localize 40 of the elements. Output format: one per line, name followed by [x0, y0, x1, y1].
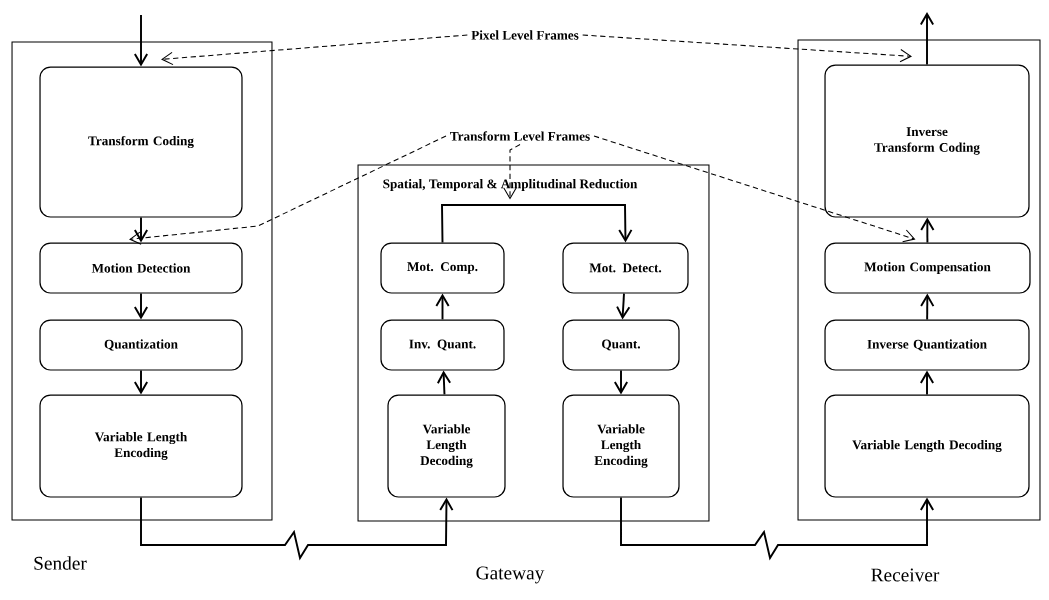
arrow [140, 496, 454, 561]
arrow [919, 370, 935, 396]
process-box: Motion Detection [39, 242, 243, 294]
arrow [919, 12, 935, 66]
arrow [133, 216, 149, 243]
arrow [616, 292, 631, 320]
process-box: Inverse Transform Coding [824, 64, 1030, 218]
panel-label: Sender [34, 556, 87, 570]
arrow [435, 293, 450, 321]
arrow [920, 293, 935, 321]
dashed-arrow [582, 34, 912, 63]
process-box: Variable Length Encoding [39, 394, 243, 498]
process-box: Mot. Detect. [562, 242, 689, 294]
arrow [441, 204, 633, 244]
arrow [613, 369, 629, 395]
process-box: Transform Coding [39, 66, 243, 218]
arrow [133, 369, 149, 395]
panel-label: Gateway [476, 566, 545, 584]
process-box: Variable Length Decoding [824, 394, 1030, 498]
process-box: Mot. Comp. [380, 242, 505, 294]
annotation-label: Transform Level Frames [446, 127, 594, 145]
arrow [920, 217, 935, 244]
dashed-arrow [129, 135, 447, 245]
process-box: Inv. Quant. [380, 319, 505, 371]
panel-label: Receiver [871, 568, 940, 582]
annotation-label: Pixel Level Frames [467, 26, 583, 44]
process-box: Quantization [39, 319, 243, 371]
arrow [133, 14, 149, 67]
dashed-arrow [503, 144, 521, 200]
dashed-arrow [161, 34, 468, 66]
arrow [620, 496, 935, 561]
arrow [436, 370, 452, 396]
arrow [133, 292, 149, 320]
process-box: Inverse Quantization [824, 319, 1030, 371]
process-box: Variable Length Decoding [387, 394, 506, 498]
process-box: Motion Compensation [824, 242, 1031, 294]
process-box: Quant. [562, 319, 680, 371]
dashed-arrow [593, 135, 916, 243]
panel-heading: Spatial, Temporal & Amplitudinal Reduction [383, 179, 638, 191]
process-box: Variable Length Encoding [562, 394, 680, 498]
